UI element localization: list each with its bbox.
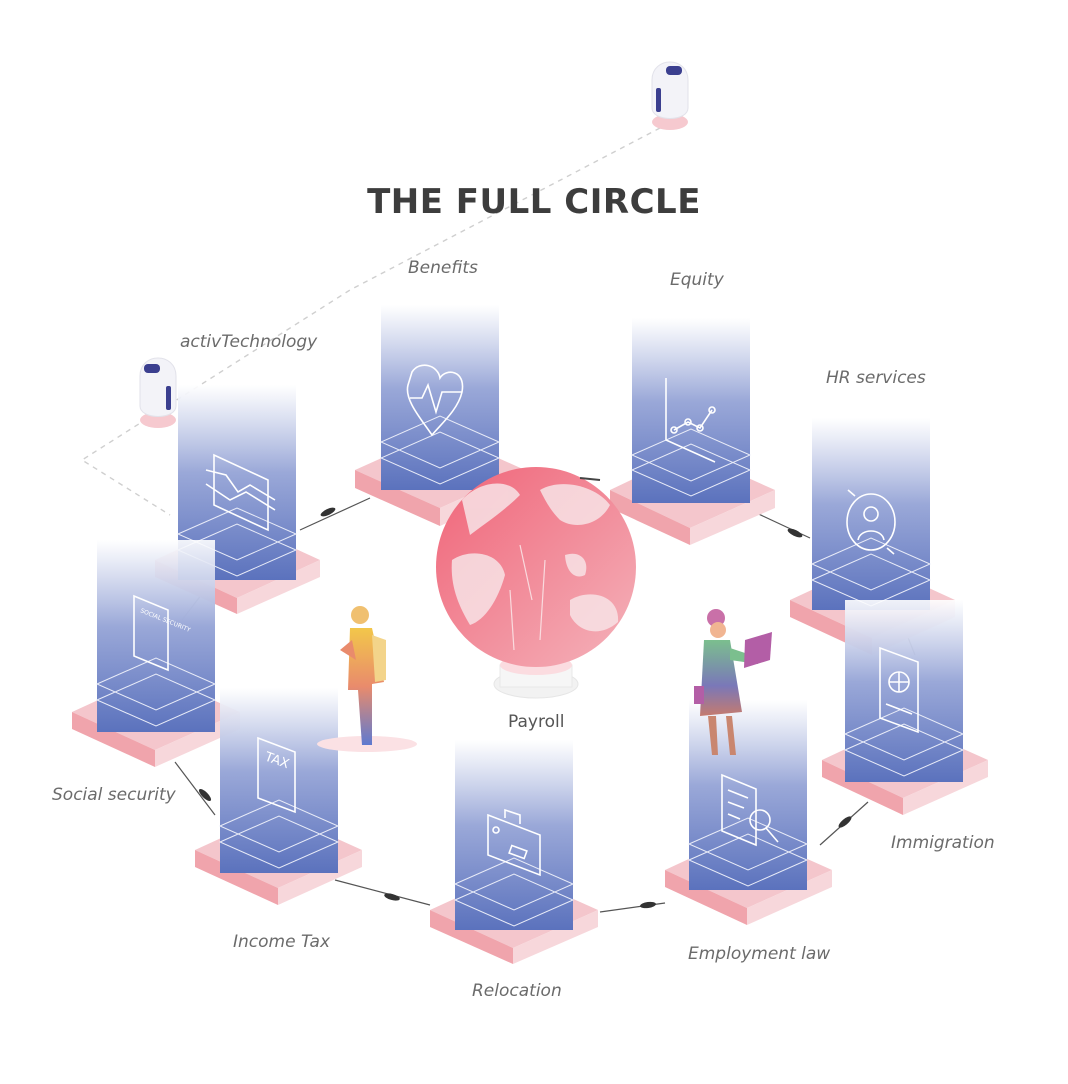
line-graph-icon xyxy=(665,378,716,463)
chart-screen-icon xyxy=(205,453,276,532)
tile-benefits xyxy=(355,305,525,526)
globe-payroll xyxy=(436,467,636,699)
person-left xyxy=(317,606,417,752)
label-income-tax: Income Tax xyxy=(233,932,331,952)
label-immigration: Immigration xyxy=(891,833,995,853)
continents xyxy=(451,483,619,651)
user-cycle-icon xyxy=(846,489,896,555)
label-hr-services: HR services xyxy=(826,368,926,388)
connector-social-income xyxy=(174,761,216,816)
document-search-icon xyxy=(721,773,779,847)
diagram-title: THE FULL CIRCLE xyxy=(367,182,701,222)
tile-immigration xyxy=(822,600,988,815)
connector-income-relocation xyxy=(334,879,431,906)
label-payroll: Payroll xyxy=(508,712,565,732)
label-employment-law: Employment law xyxy=(688,944,831,964)
robot-left xyxy=(139,357,177,428)
tile-relocation xyxy=(430,740,598,964)
label-social-security: Social security xyxy=(52,785,176,805)
heart-rate-icon xyxy=(406,364,464,437)
connector-arrows xyxy=(198,507,852,909)
robot-link-dashed-line xyxy=(80,127,661,516)
person-right xyxy=(694,609,772,755)
tile-income-tax: TAX xyxy=(195,688,362,905)
robot-top-right xyxy=(651,61,689,130)
tile-employment-law xyxy=(665,700,832,925)
label-equity: Equity xyxy=(670,270,724,290)
label-activtechnology: activTechnology xyxy=(180,332,318,352)
label-benefits: Benefits xyxy=(408,258,478,278)
connector-benefits-activtech xyxy=(299,497,371,531)
tile-social-security: SOCIAL SECURITY xyxy=(72,540,240,767)
suitcase-icon xyxy=(487,808,541,877)
label-relocation: Relocation xyxy=(472,981,562,1001)
tile-equity xyxy=(610,318,775,545)
passport-icon xyxy=(879,646,919,734)
